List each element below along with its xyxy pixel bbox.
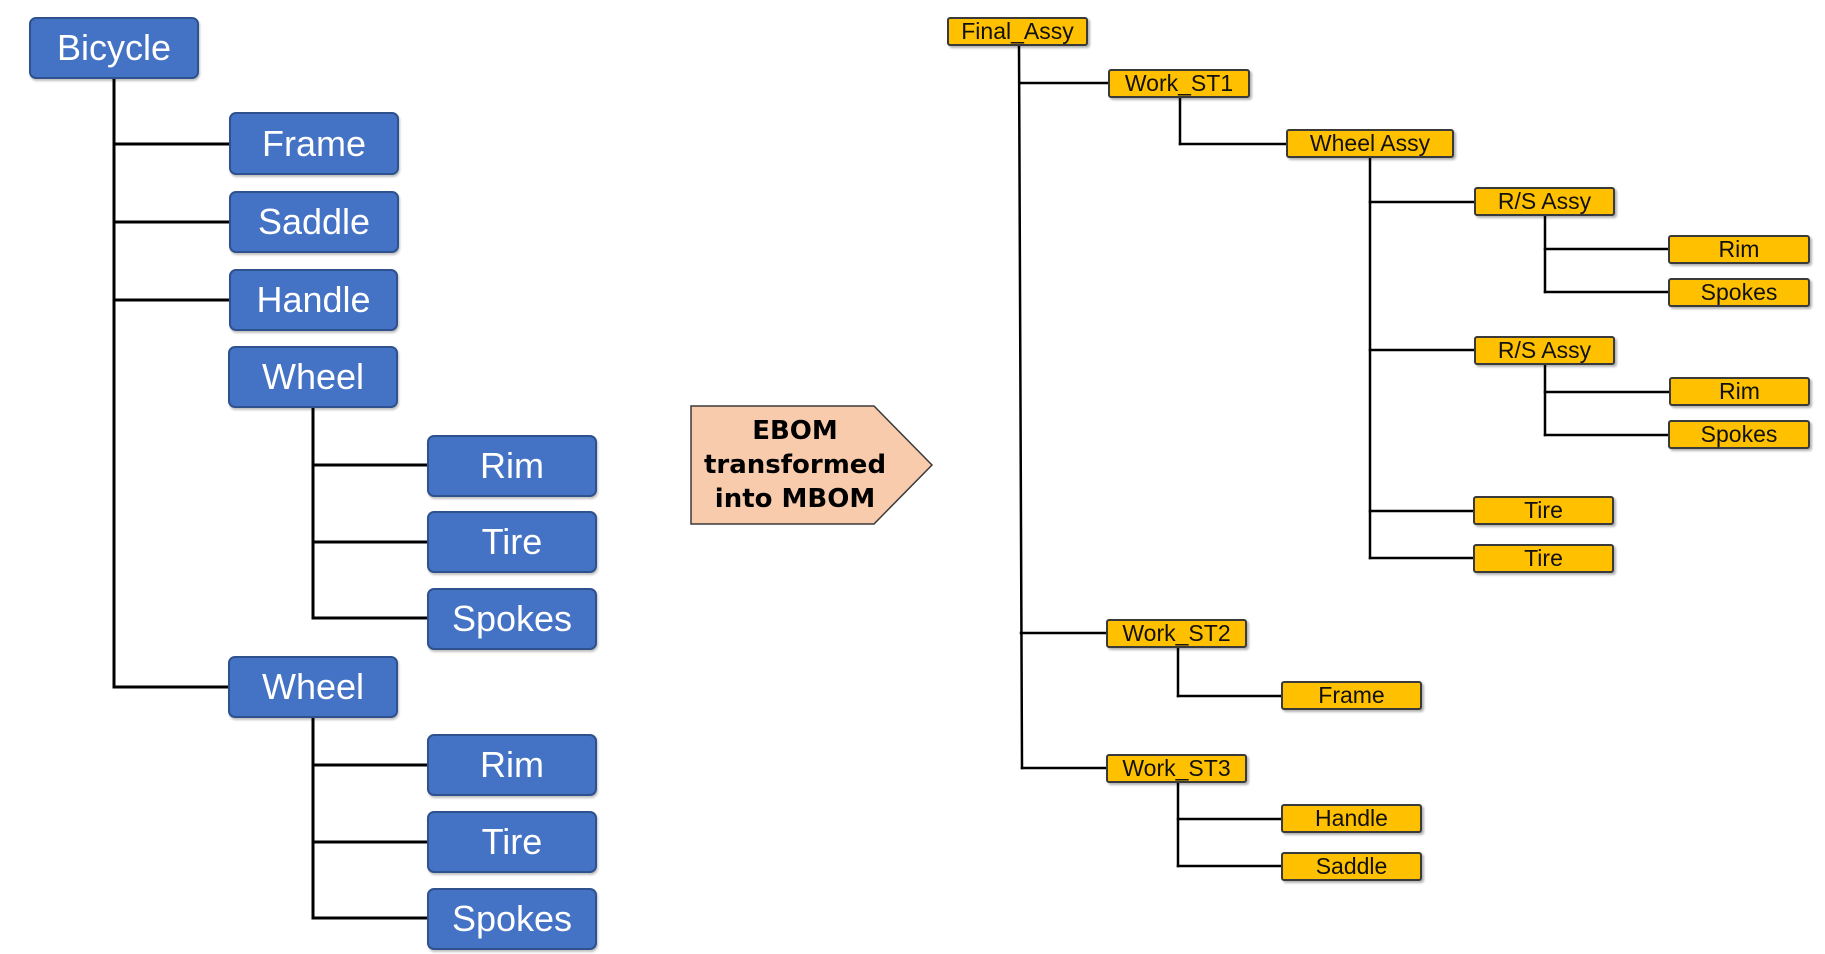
ebom-connectors [112,77,430,920]
ebom-node-wheel-2-rim: Rim [427,734,597,796]
ebom-node-wheel-2-tire: Tire [427,811,597,873]
mbom-node-work-st3: Work_ST3 [1106,754,1247,783]
ebom-node-wheel-2: Wheel [228,656,398,718]
mbom-node-saddle: Saddle [1281,852,1422,881]
ebom-node-wheel-2-spokes: Spokes [427,888,597,950]
transform-arrow-label: EBOM transformed into MBOM [703,416,887,514]
mbom-node-rs-assy-2-spokes: Spokes [1668,420,1810,449]
transform-arrow-shape [690,405,934,525]
mbom-node-work-st1: Work_ST1 [1108,69,1250,98]
mbom-node-rs-assy-1-rim: Rim [1668,235,1810,264]
mbom-node-final-assy: Final_Assy [947,17,1088,46]
mbom-node-handle: Handle [1281,804,1422,833]
mbom-node-rs-assy-2-rim: Rim [1669,377,1810,406]
mbom-node-tire-2: Tire [1473,544,1614,573]
mbom-connectors [1017,44,1671,868]
mbom-trunk [1017,44,1024,770]
mbom-node-rs-assy-1: R/S Assy [1474,187,1615,216]
mbom-node-work-st2: Work_ST2 [1106,619,1247,648]
ebom-node-wheel-1-tire: Tire [427,511,597,573]
ebom-node-saddle: Saddle [229,191,399,253]
ebom-node-wheel-1-spokes: Spokes [427,588,597,650]
ebom-node-frame: Frame [229,112,399,175]
mbom-node-wheel-assy: Wheel Assy [1286,129,1454,158]
ebom-node-wheel-1-rim: Rim [427,435,597,497]
mbom-node-rs-assy-1-spokes: Spokes [1668,278,1810,307]
mbom-node-frame: Frame [1281,681,1422,710]
ebom-node-bicycle: Bicycle [29,17,199,79]
mbom-node-rs-assy-2: R/S Assy [1474,336,1615,365]
mbom-node-tire-1: Tire [1473,496,1614,525]
ebom-node-handle: Handle [229,269,398,331]
ebom-node-wheel-1: Wheel [228,346,398,408]
